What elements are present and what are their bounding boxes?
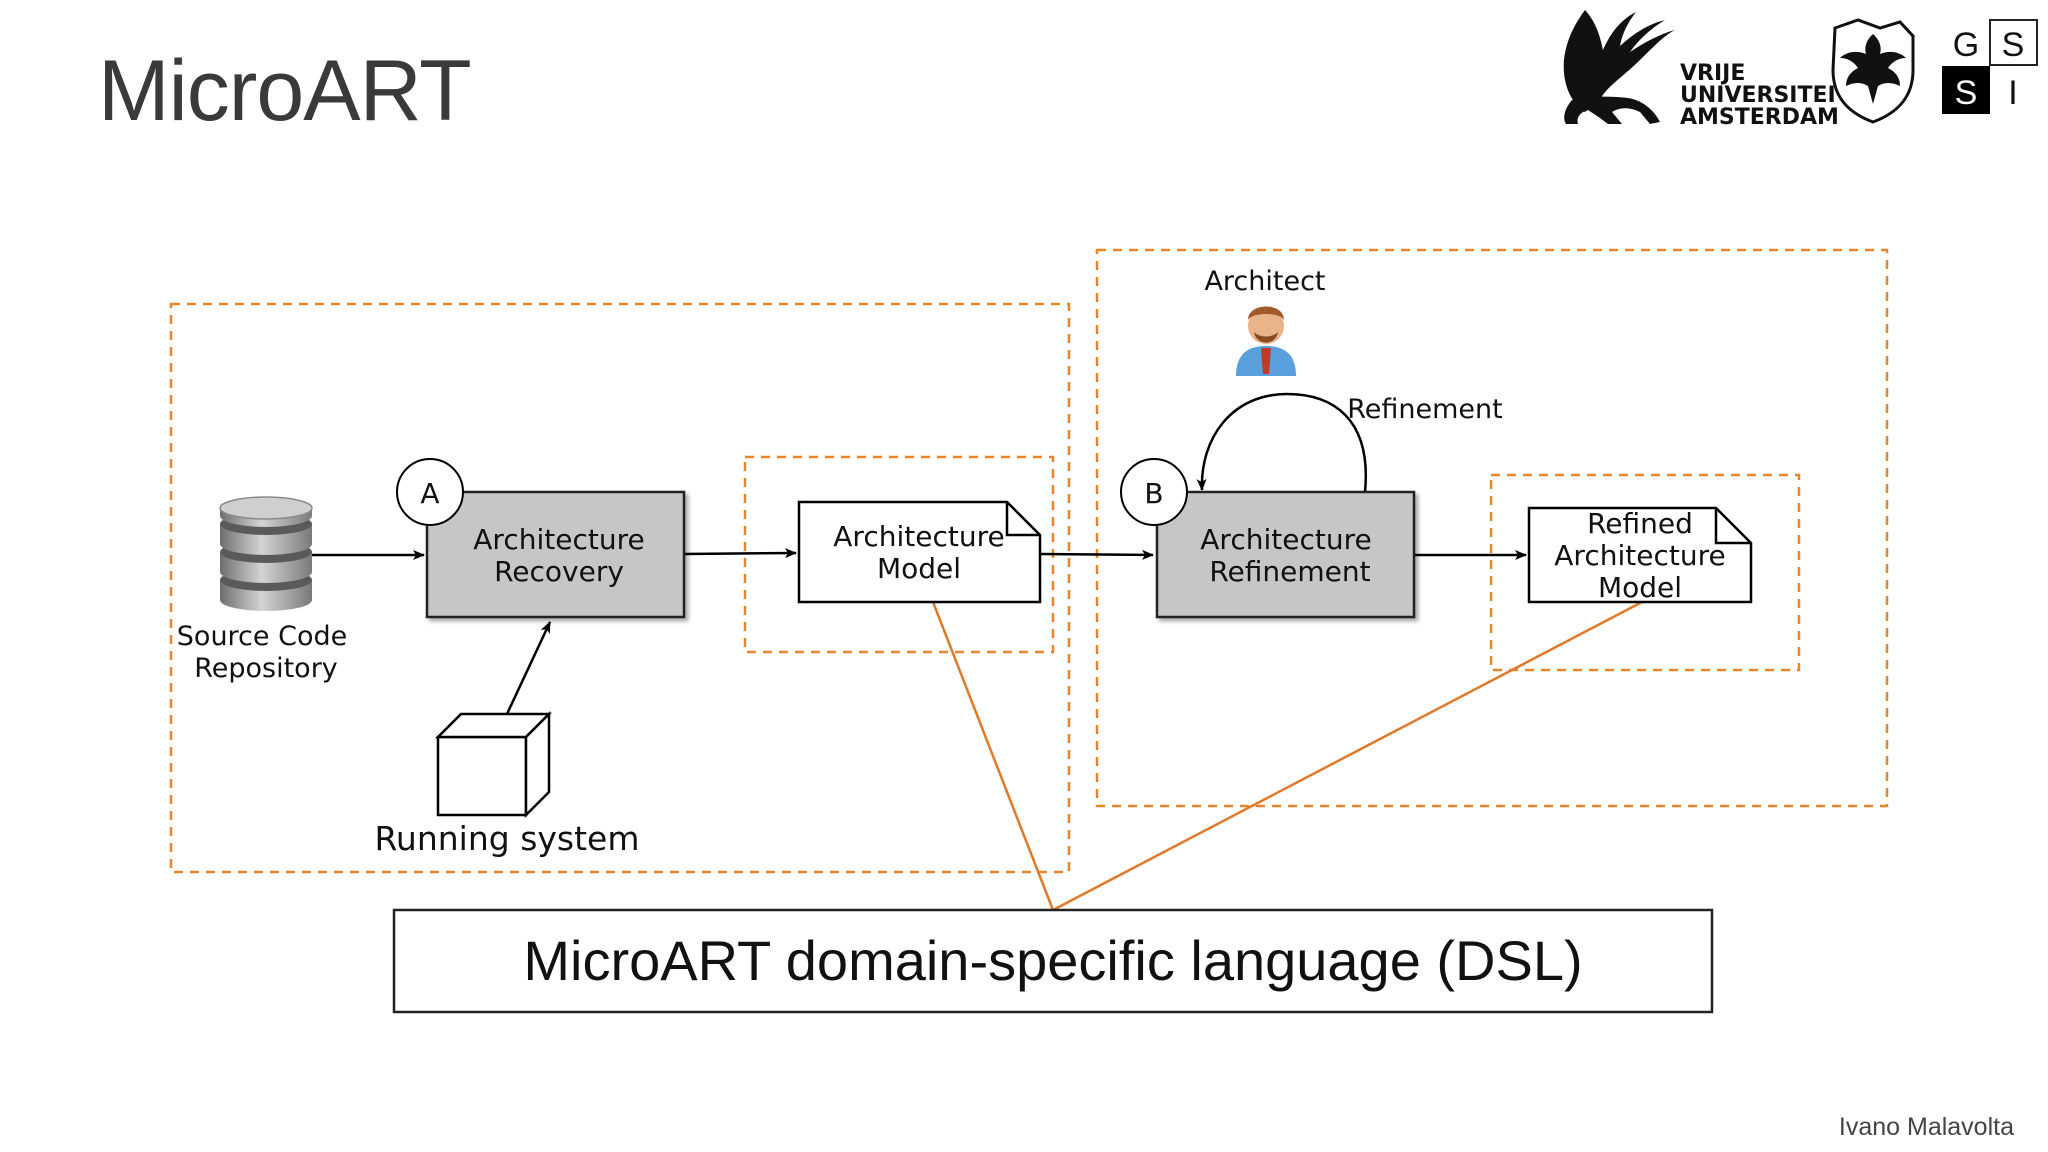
author-credit: Ivano Malavolta (1838, 1113, 2014, 1141)
dsl-box (392, 908, 1714, 1014)
gssi-letter-g: G (1953, 26, 1979, 64)
architecture-refinement-box (1155, 490, 1416, 619)
arch-model-to-dsl-connector (931, 601, 1055, 911)
griffin-icon (1563, 10, 1675, 124)
running-system-label: Running system (374, 819, 639, 858)
architecture-model-label-line1: Architecture (833, 520, 1004, 553)
recovery-phase-frame (169, 302, 1071, 874)
architecture-recovery-box (425, 490, 686, 619)
database-icon (219, 496, 313, 611)
step-b-badge (1120, 458, 1188, 526)
slide-title: MicroART (98, 43, 472, 139)
source-repo-label-line2: Repository (194, 653, 338, 684)
refined-model-frame (1489, 473, 1801, 672)
refined-model-label-line2: Architecture (1554, 539, 1725, 572)
architecture-model-document (797, 500, 1042, 604)
vu-logo-line2: UNIVERSITEIT (1680, 83, 1851, 108)
refined-model-label-line1: Refined (1587, 507, 1693, 540)
gssi-letter-s2: S (1955, 74, 1978, 112)
architect-label: Architect (1204, 266, 1325, 297)
refined-model-label-line3: Model (1598, 571, 1682, 604)
vu-logo-line3: AMSTERDAM (1680, 105, 1839, 130)
dsl-label: MicroART domain-specific language (DSL) (523, 929, 1582, 992)
model-to-refinement-arrow (1039, 549, 1154, 560)
gssi-eagle-crest (1831, 18, 1915, 124)
step-a-badge (396, 458, 464, 526)
refinement-loop-arrow (1196, 392, 1368, 493)
source-repo-label-line1: Source Code (177, 621, 347, 652)
architecture-model-label-line2: Model (877, 552, 961, 585)
cube-icon (434, 710, 553, 819)
running-system-to-recovery-arrow (505, 621, 552, 715)
gssi-logo: G S S I (1941, 19, 2038, 114)
refined-model-to-dsl-connector (1052, 600, 1643, 912)
gssi-letter-i: I (2008, 74, 2017, 112)
refinement-loop-label: Refinement (1347, 394, 1503, 425)
architecture-recovery-label-line2: Recovery (494, 555, 624, 588)
architecture-refinement-label-line1: Architecture (1200, 523, 1371, 556)
recovery-to-model-arrow (683, 548, 797, 559)
person-icon (1236, 306, 1296, 376)
vu-logo: VRIJE UNIVERSITEIT AMSTERDAM (1563, 10, 1851, 130)
gssi-letter-s1: S (2002, 26, 2025, 64)
refined-model-document (1527, 506, 1753, 604)
vu-logo-line1: VRIJE (1680, 61, 1745, 86)
step-b-badge-label: B (1144, 477, 1163, 510)
step-a-badge-label: A (420, 477, 439, 510)
architecture-refinement-label-line2: Refinement (1209, 555, 1370, 588)
architecture-recovery-label-line1: Architecture (473, 523, 644, 556)
